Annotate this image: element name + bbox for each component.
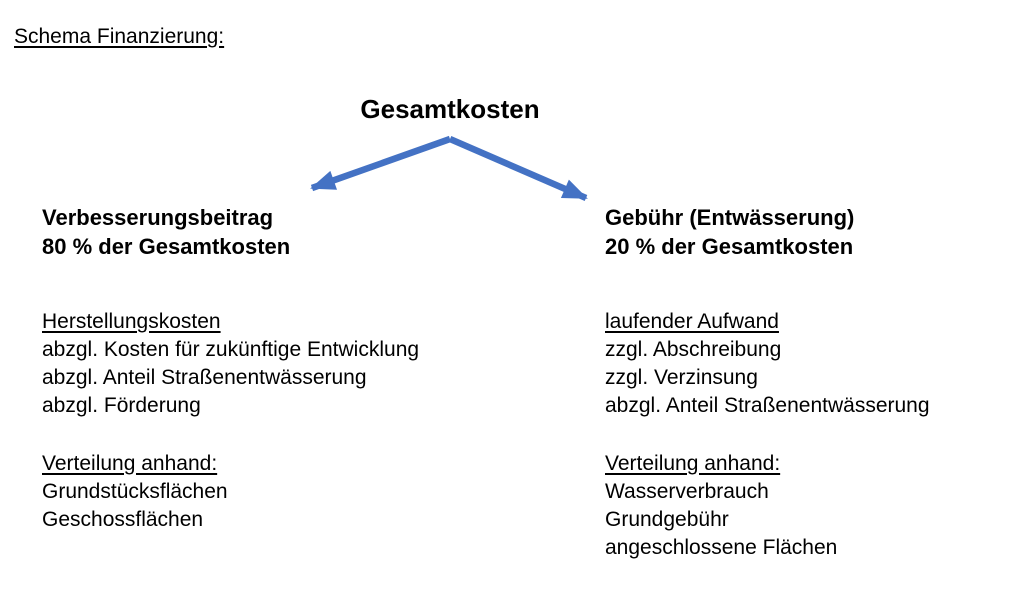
branch-title-line1: Gebühr (Entwässerung): [605, 205, 855, 230]
section-item: Grundstücksflächen: [42, 480, 228, 503]
section-verteilung-left: Verteilung anhand: Grundstücksflächen Ge…: [42, 450, 512, 534]
section-item: Wasserverbrauch: [605, 480, 769, 503]
section-herstellungskosten: Herstellungskosten abzgl. Kosten für zuk…: [42, 308, 512, 420]
section-item: abzgl. Förderung: [42, 394, 201, 417]
section-item: abzgl. Anteil Straßenentwässerung: [42, 366, 367, 389]
branch-title-line2: 20 % der Gesamtkosten: [605, 234, 854, 259]
arrow-right: [448, 136, 588, 201]
section-item: angeschlossene Flächen: [605, 536, 838, 559]
page-title: Schema Finanzierung:: [14, 25, 225, 48]
branch-gebuehr-entwaesserung: Gebühr (Entwässerung) 20 % der Gesamtkos…: [605, 203, 1015, 562]
section-item: abzgl. Anteil Straßenentwässerung: [605, 394, 930, 417]
branch-title-line2: 80 % der Gesamtkosten: [42, 234, 291, 259]
branch-title-line1: Verbesserungsbeitrag: [42, 205, 274, 230]
section-heading: laufender Aufwand: [605, 310, 779, 333]
section-heading: Verteilung anhand:: [605, 452, 781, 475]
section-item: Grundgebühr: [605, 508, 729, 531]
section-laufender-aufwand: laufender Aufwand zzgl. Abschreibung zzg…: [605, 308, 1015, 420]
section-heading: Verteilung anhand:: [42, 452, 218, 475]
branch-title: Verbesserungsbeitrag 80 % der Gesamtkost…: [42, 203, 512, 261]
branch-verbesserungsbeitrag: Verbesserungsbeitrag 80 % der Gesamtkost…: [42, 203, 512, 534]
section-item: abzgl. Kosten für zukünftige Entwicklung: [42, 338, 420, 361]
root-node-gesamtkosten: Gesamtkosten: [360, 94, 540, 124]
section-item: zzgl. Verzinsung: [605, 366, 758, 389]
section-item: zzgl. Abschreibung: [605, 338, 782, 361]
branch-title: Gebühr (Entwässerung) 20 % der Gesamtkos…: [605, 203, 1015, 261]
section-item: Geschossflächen: [42, 508, 204, 531]
section-heading: Herstellungskosten: [42, 310, 221, 333]
arrow-left: [310, 135, 452, 192]
section-verteilung-right: Verteilung anhand: Wasserverbrauch Grund…: [605, 450, 1015, 562]
